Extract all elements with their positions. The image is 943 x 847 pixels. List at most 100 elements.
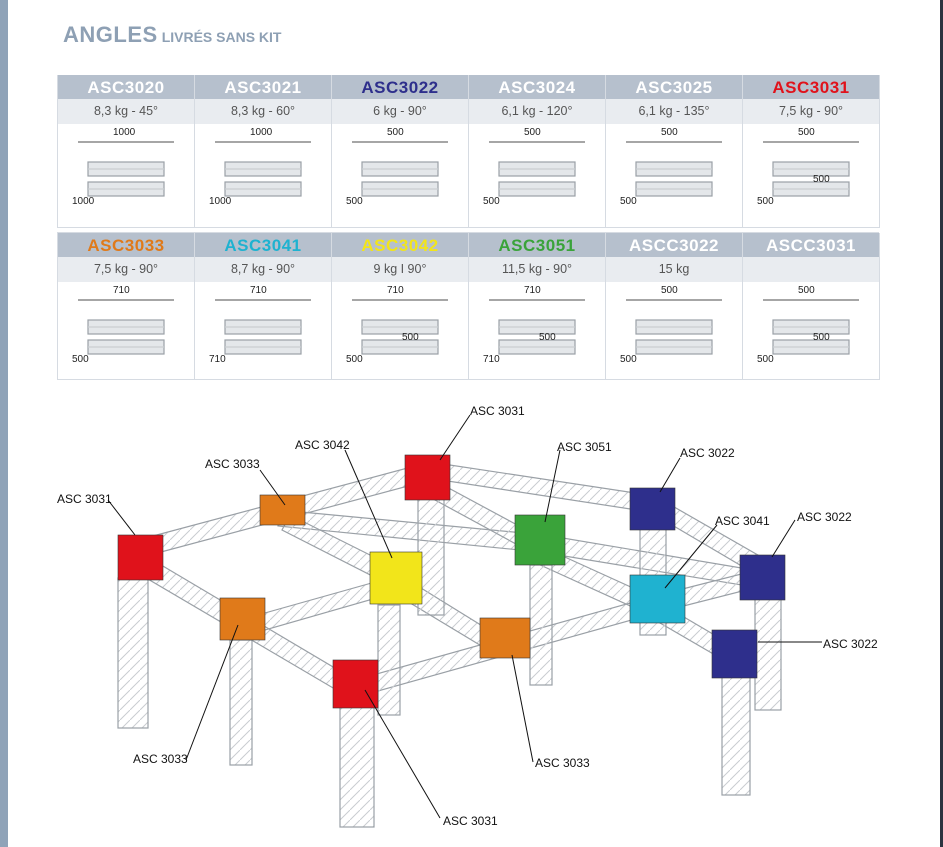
product-illustration: 500 500 500 (743, 124, 879, 227)
callout-label: ASC 3022 (797, 510, 852, 524)
corner-asc3042 (369, 551, 423, 605)
product-illustration: 500 500 (606, 282, 742, 379)
product-illustration: 1000 1000 (58, 124, 194, 227)
callout-label: ASC 3042 (295, 438, 350, 452)
product-spec: 7,5 kg - 90° (58, 257, 194, 282)
dimension-label: 500 (757, 354, 774, 365)
product-code: ASC3025 (606, 75, 742, 99)
product-illustration: 500 500 (469, 124, 605, 227)
dimension-label: 710 (209, 354, 226, 365)
product-spec: 9 kg I 90° (332, 257, 468, 282)
dimension-label: 500 (620, 196, 637, 207)
corner-blocks (117, 454, 786, 709)
product-code: ASC3021 (195, 75, 331, 99)
dimension-label: 710 (113, 285, 130, 296)
callout-label: ASC 3051 (557, 440, 612, 454)
dimension-label: 1000 (209, 196, 232, 207)
product-spec: 8,3 kg - 60° (195, 99, 331, 124)
corner-asc3051 (514, 514, 566, 566)
product-illustration: 500 500 500 (743, 282, 879, 379)
dimension-label: 1000 (250, 127, 273, 138)
corner-asc3022-front (711, 629, 758, 679)
truss-assembly-diagram (107, 414, 822, 828)
callout-label: ASC 3033 (205, 457, 260, 471)
product-illustration: 1000 1000 (195, 124, 331, 227)
dimension-label: 500 (483, 196, 500, 207)
callout-leaders (107, 414, 822, 819)
title-sub: LIVRÉS SANS KIT (161, 29, 282, 45)
dimension-label: 710 (250, 285, 267, 296)
callout-label: ASC 3031 (57, 492, 112, 506)
product-code: ASCC3022 (606, 233, 742, 257)
product-spec: 11,5 kg - 90° (469, 257, 605, 282)
dimension-label: 500 (661, 127, 678, 138)
title-main: ANGLES (63, 22, 158, 47)
dimension-label: 1000 (72, 196, 95, 207)
corner-asc3031-top (404, 454, 451, 501)
product-spec: 7,5 kg - 90° (743, 99, 879, 124)
corner-asc3022-back (629, 487, 676, 531)
product-illustration: 710 710 (195, 282, 331, 379)
product-code: ASC3033 (58, 233, 194, 257)
callout-label: ASC 3022 (823, 637, 878, 651)
product-illustration: 500 500 (606, 124, 742, 227)
dimension-label: 500 (72, 354, 89, 365)
dimension-label: 500 (757, 196, 774, 207)
dimension-label: 500 (798, 285, 815, 296)
product-spec: 8,3 kg - 45° (58, 99, 194, 124)
dimension-label: 500 (524, 127, 541, 138)
dimension-label: 710 (483, 354, 500, 365)
callout-label: ASC 3041 (715, 514, 770, 528)
product-illustration: 710 500 (58, 282, 194, 379)
product-code: ASC3020 (58, 75, 194, 99)
product-code: ASC3031 (743, 75, 879, 99)
product-code: ASCC3031 (743, 233, 879, 257)
corner-asc3033-left (219, 597, 266, 641)
dimension-label: 1000 (113, 127, 136, 138)
dimension-label: 500 (798, 127, 815, 138)
product-code: ASC3051 (469, 233, 605, 257)
product-code: ASC3042 (332, 233, 468, 257)
callout-label: ASC 3031 (470, 404, 525, 418)
left-edge-bar (0, 0, 8, 847)
dimension-label: 500 (402, 332, 419, 343)
product-illustration: 500 500 (332, 124, 468, 227)
product-spec: 15 kg (606, 257, 742, 282)
dimension-label: 500 (346, 196, 363, 207)
dimension-label: 500 (346, 354, 363, 365)
product-spec: 6,1 kg - 135° (606, 99, 742, 124)
right-edge-bar (940, 0, 943, 847)
dimension-label: 500 (813, 332, 830, 343)
product-spec: 6,1 kg - 120° (469, 99, 605, 124)
dimension-label: 500 (813, 174, 830, 185)
corner-asc3031-left (117, 534, 164, 581)
dimension-label: 500 (387, 127, 404, 138)
product-spec: 8,7 kg - 90° (195, 257, 331, 282)
product-code: ASC3024 (469, 75, 605, 99)
dimension-label: 710 (387, 285, 404, 296)
dimension-label: 500 (620, 354, 637, 365)
product-illustration: 710 500 500 (332, 282, 468, 379)
callout-label: ASC 3033 (133, 752, 188, 766)
corner-asc3022-right (739, 554, 786, 601)
corner-asc3033-front (479, 617, 531, 659)
corner-asc3033-back (259, 494, 306, 526)
callout-label: ASC 3033 (535, 756, 590, 770)
product-code: ASC3022 (332, 75, 468, 99)
truss-structure (117, 461, 782, 828)
callout-label: ASC 3022 (680, 446, 735, 460)
dimension-label: 500 (661, 285, 678, 296)
